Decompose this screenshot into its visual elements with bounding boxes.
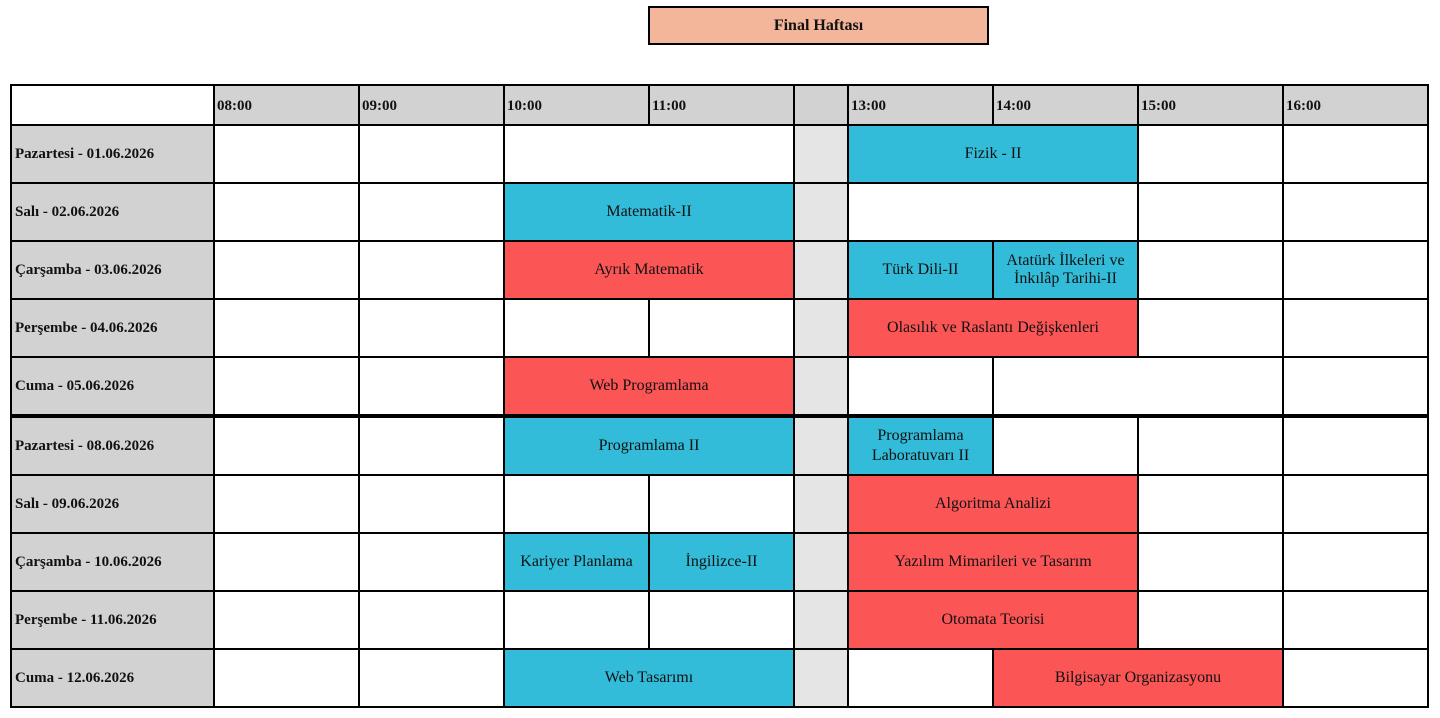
empty-slot [1284,300,1429,358]
empty-slot [360,358,505,416]
lunch-slot [795,592,849,650]
exam-block: Programlama Laboratuvarı II [849,418,994,476]
empty-slot [650,476,795,534]
empty-slot [215,126,360,184]
week-separator [12,416,1429,418]
exam-block: Programlama II [505,418,795,476]
empty-slot [1284,650,1429,708]
empty-slot [360,592,505,650]
empty-slot [215,650,360,708]
empty-slot [849,184,1139,242]
exam-block: Yazılım Mimarileri ve Tasarım [849,534,1139,592]
lunch-slot [795,300,849,358]
exam-block: Algoritma Analizi [849,476,1139,534]
empty-slot [1284,126,1429,184]
day-label: Perşembe - 11.06.2026 [12,592,215,650]
empty-slot [994,358,1284,416]
empty-slot [1139,300,1284,358]
time-header-0900: 09:00 [360,86,505,126]
exam-block: Atatürk İlkeleri ve İnkılâp Tarihi-II [994,242,1139,300]
exam-block: Türk Dili-II [849,242,994,300]
exam-block: Kariyer Planlama [505,534,650,592]
exam-block: Bilgisayar Organizasyonu [994,650,1284,708]
empty-slot [215,358,360,416]
day-label: Cuma - 12.06.2026 [12,650,215,708]
empty-slot [1284,184,1429,242]
corner-cell [12,86,215,126]
empty-slot [1284,476,1429,534]
empty-slot [360,650,505,708]
empty-slot [849,358,994,416]
empty-slot [505,592,650,650]
lunch-slot [795,650,849,708]
empty-slot [1284,418,1429,476]
empty-slot [849,650,994,708]
exam-schedule-table: 08:00 09:00 10:00 11:00 13:00 14:00 15:0… [10,84,1429,708]
empty-slot [505,300,650,358]
empty-slot [1139,126,1284,184]
lunch-slot [795,534,849,592]
empty-slot [1139,476,1284,534]
empty-slot [1139,184,1284,242]
day-label: Pazartesi - 08.06.2026 [12,418,215,476]
day-label: Cuma - 05.06.2026 [12,358,215,416]
time-header-1100: 11:00 [650,86,795,126]
empty-slot [1139,418,1284,476]
exam-block: Fizik - II [849,126,1139,184]
empty-slot [505,476,650,534]
empty-slot [1284,358,1429,416]
empty-slot [1139,592,1284,650]
day-label: Pazartesi - 01.06.2026 [12,126,215,184]
empty-slot [215,418,360,476]
time-header-1300: 13:00 [849,86,994,126]
lunch-slot [795,418,849,476]
day-label: Salı - 02.06.2026 [12,184,215,242]
empty-slot [360,300,505,358]
lunch-slot [795,476,849,534]
empty-slot [1139,242,1284,300]
empty-slot [360,184,505,242]
empty-slot [1139,534,1284,592]
time-header-1600: 16:00 [1284,86,1429,126]
empty-slot [215,534,360,592]
empty-slot [1284,242,1429,300]
empty-slot [650,592,795,650]
time-header-lunch [795,86,849,126]
lunch-slot [795,358,849,416]
time-header-0800: 08:00 [215,86,360,126]
exam-block: Otomata Teorisi [849,592,1139,650]
lunch-slot [795,184,849,242]
empty-slot [360,242,505,300]
empty-slot [360,476,505,534]
time-header-1400: 14:00 [994,86,1139,126]
lunch-slot [795,126,849,184]
empty-slot [994,418,1139,476]
empty-slot [215,476,360,534]
exam-block: Web Programlama [505,358,795,416]
schedule-title: Final Haftası [648,6,989,45]
lunch-slot [795,242,849,300]
empty-slot [215,184,360,242]
time-header-1000: 10:00 [505,86,650,126]
day-label: Çarşamba - 10.06.2026 [12,534,215,592]
empty-slot [505,126,795,184]
day-label: Çarşamba - 03.06.2026 [12,242,215,300]
empty-slot [650,300,795,358]
empty-slot [215,300,360,358]
exam-block: Ayrık Matematik [505,242,795,300]
empty-slot [360,418,505,476]
empty-slot [360,126,505,184]
exam-block: Web Tasarımı [505,650,795,708]
day-label: Salı - 09.06.2026 [12,476,215,534]
exam-block: Matematik-II [505,184,795,242]
empty-slot [360,534,505,592]
empty-slot [215,592,360,650]
empty-slot [1284,534,1429,592]
day-label: Perşembe - 04.06.2026 [12,300,215,358]
empty-slot [1284,592,1429,650]
empty-slot [215,242,360,300]
time-header-1500: 15:00 [1139,86,1284,126]
exam-block: Olasılık ve Raslantı Değişkenleri [849,300,1139,358]
exam-block: İngilizce-II [650,534,795,592]
